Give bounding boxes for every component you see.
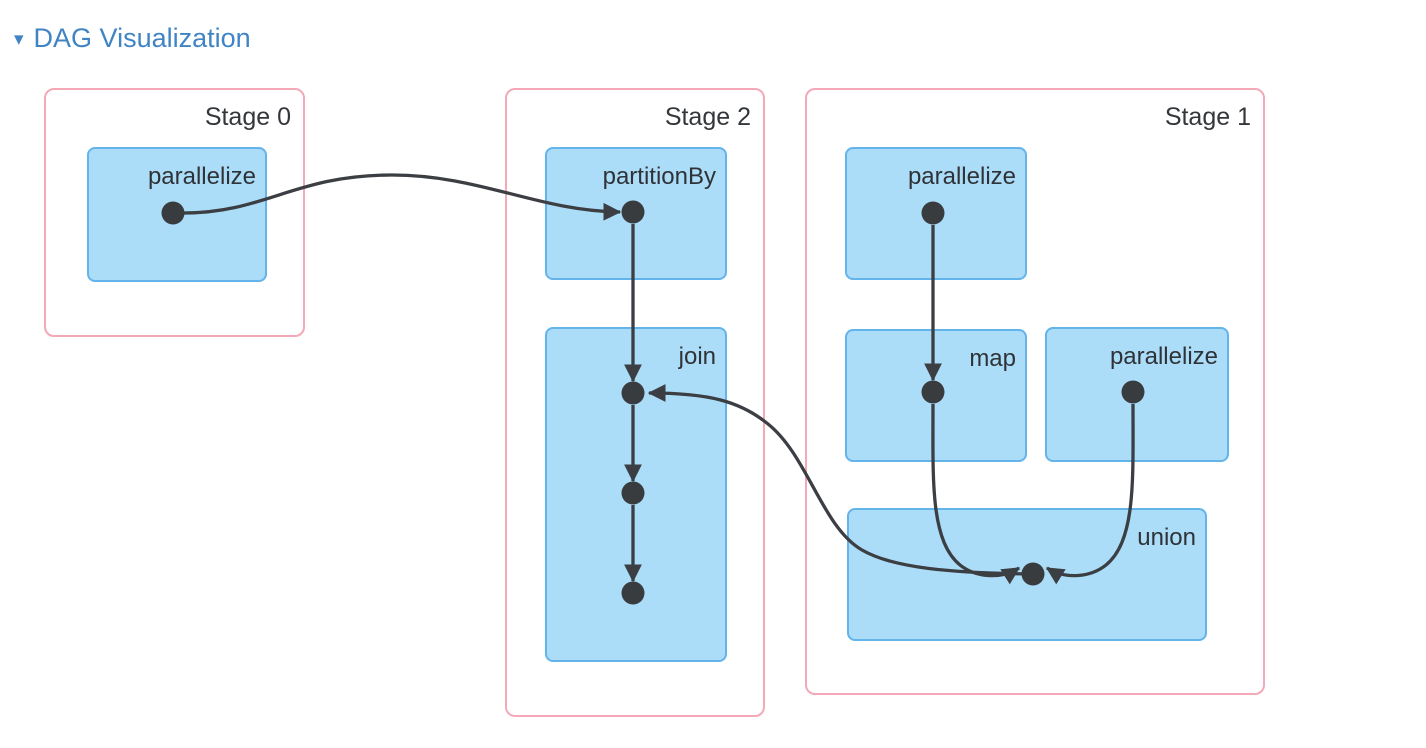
stage-1-group: Stage 1 parallelize map parallelize unio… xyxy=(805,88,1265,695)
stage-2-label[interactable]: Stage 2 xyxy=(664,103,751,131)
section-title: DAG Visualization xyxy=(33,23,251,53)
node-parallelize-stage1-right[interactable]: parallelize xyxy=(1045,327,1229,462)
node-parallelize-stage0[interactable]: parallelize xyxy=(87,147,267,282)
node-parallelize-stage1-top[interactable]: parallelize xyxy=(845,147,1027,280)
collapse-arrow-icon: ▾ xyxy=(14,28,24,50)
node-union[interactable]: union xyxy=(847,508,1207,641)
node-join[interactable]: join xyxy=(545,327,727,662)
stage-2-group: Stage 2 partitionBy join xyxy=(505,88,765,717)
node-partitionby[interactable]: partitionBy xyxy=(545,147,727,280)
node-map[interactable]: map xyxy=(845,329,1027,462)
stage-0-label[interactable]: Stage 0 xyxy=(204,103,291,131)
stage-1-label[interactable]: Stage 1 xyxy=(1164,103,1251,131)
stage-0-group: Stage 0 parallelize xyxy=(44,88,305,337)
dag-visualization-toggle[interactable]: ▾ DAG Visualization xyxy=(14,22,251,54)
